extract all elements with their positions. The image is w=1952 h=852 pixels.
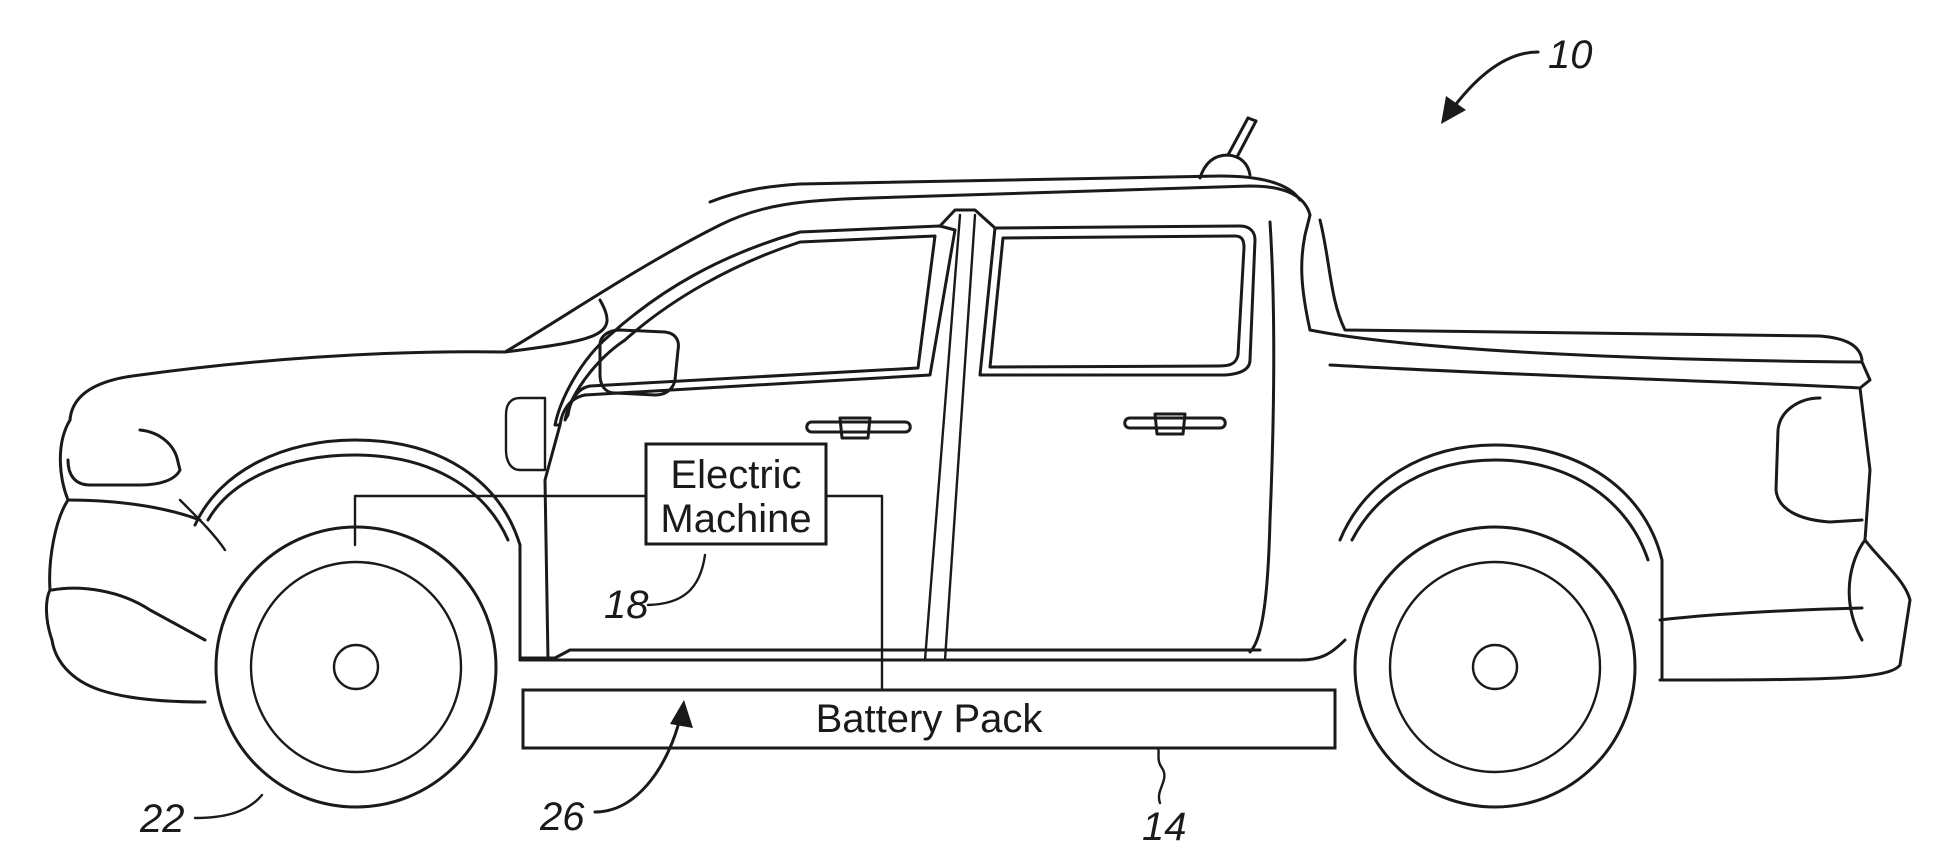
electric-machine: Electric Machine [646,444,826,544]
electric-machine-label-line1: Electric [670,453,801,497]
antenna [1200,118,1256,178]
ref-numeral-18: 18 [604,583,649,627]
wheel-arches [195,440,1662,680]
ref-numeral-10: 10 [1548,33,1593,77]
ref-numeral-22: 22 [139,797,185,841]
ref-numeral-26: 26 [539,795,585,839]
electric-machine-label-line2: Machine [660,497,811,541]
battery-pack-label: Battery Pack [816,697,1044,741]
rear-wheel [1355,527,1635,807]
battery-pack: Battery Pack [523,690,1335,748]
arrow-head-10 [1441,96,1466,124]
ref-numeral-14: 14 [1142,805,1187,849]
front-wheel [216,527,496,807]
cab-windows [555,210,1255,660]
truck-body [46,176,1910,702]
